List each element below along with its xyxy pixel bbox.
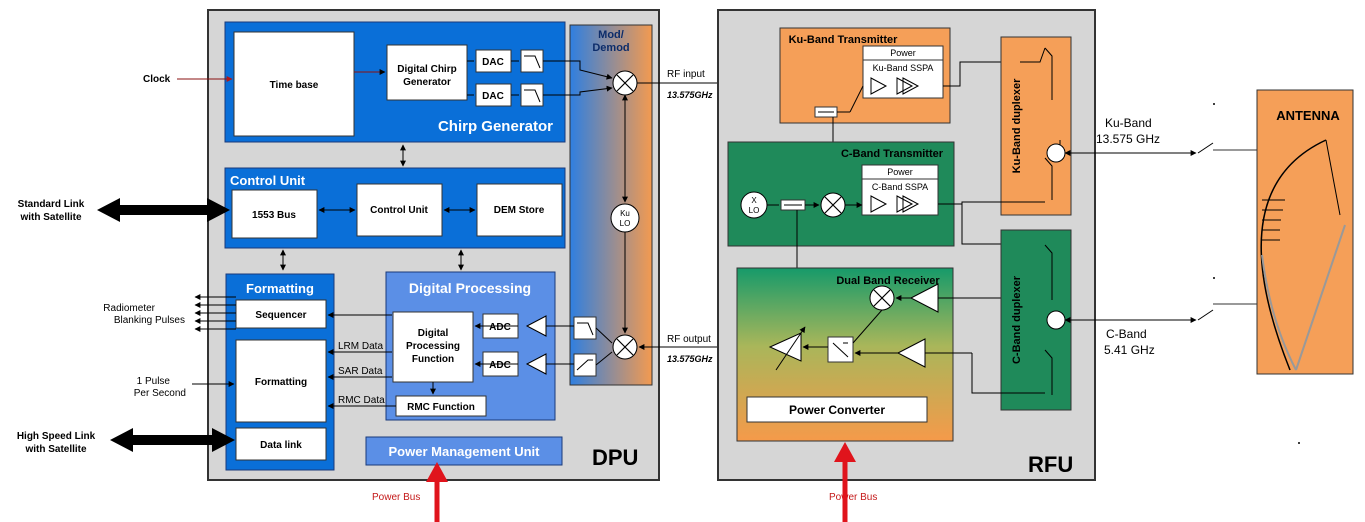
sequencer-label: Sequencer [255,310,306,321]
c-band-label-2: 5.41 GHz [1104,343,1155,357]
standard-link-label-1: Standard Link [18,199,85,210]
c-sspa-label: C-Band SSPA [872,182,928,192]
x-lo-label-2: LO [749,206,760,215]
bus-1553-box [231,189,318,239]
high-speed-label-1: High Speed Link [17,431,96,442]
ku-lo-label-1: Ku [620,209,630,218]
ku-power-label: Power [890,48,916,58]
rf-output-label: RF output [667,334,711,345]
c-band-label-1: C-Band [1106,327,1147,341]
c-power-label: Power [887,167,913,177]
ku-duplexer-label: Ku-Band duplexer [1011,78,1023,173]
rmc-function-label: RMC Function [407,402,475,413]
formatting-box-label: Formatting [255,377,307,388]
standard-link-label-2: with Satellite [19,212,82,223]
ku-band-label-2: 13.575 GHz [1096,132,1160,146]
standard-link-arrow [97,198,230,222]
time-base-label: Time base [270,80,319,91]
pps-label-1: 1 Pulse [137,376,171,387]
power-management-label: Power Management Unit [389,444,541,459]
dem-store-box [476,183,563,237]
ku-band-duplexer [1000,36,1072,216]
power-management-unit [365,436,563,466]
rmc-data-label: RMC Data [338,395,385,406]
power-bus-dpu-label: Power Bus [372,492,420,503]
formatting-title: Formatting [246,281,314,296]
mod-demod-label-2: Demod [592,42,629,54]
x-lo-label-1: X [751,196,757,205]
antenna-reflector [1260,139,1327,371]
formatting-box [235,339,327,423]
power-bus-rfu-label: Power Bus [829,492,877,503]
rf-output-freq: 13.575GHz [667,354,713,364]
c-circulator [1046,310,1066,330]
rx-filter-2 [573,353,597,377]
mod-demod-label-1: Mod/ [598,29,624,41]
rx-filter-1 [573,316,597,340]
c-tx-title: C-Band Transmitter [841,148,944,160]
ku-circulator [1046,143,1066,163]
dpf-label-2: Processing [406,341,460,352]
sar-data-label: SAR Data [338,366,383,377]
dac-2-label: DAC [482,91,504,102]
digital-processing-title: Digital Processing [409,280,531,296]
data-link-box [235,427,327,461]
high-speed-label-2: with Satellite [24,444,87,455]
receiver-title: Dual Band Receiver [836,275,940,287]
ku-sspa-label: Ku-Band SSPA [873,63,934,73]
dpf-label-1: Digital [418,328,449,339]
ku-tx-title: Ku-Band Transmitter [789,34,899,46]
sequencer-box [235,299,327,329]
bus-1553-label: 1553 Bus [252,210,296,221]
digital-chirp-label-2: Generator [403,77,451,88]
chirp-generator-title: Chirp Generator [438,118,553,135]
dpu-label: DPU [592,445,638,470]
c-sspa-box [861,164,939,216]
c-duplexer-label: C-Band duplexer [1011,275,1023,364]
ku-band-label-1: Ku-Band [1105,116,1152,130]
ku-lo-label-2: LO [620,219,631,228]
high-speed-link-arrow [110,428,235,452]
antenna-title: ANTENNA [1276,108,1340,123]
radiometer-label-2: Blanking Pulses [114,315,185,326]
time-base-box [233,31,355,137]
lrm-data-label: LRM Data [338,341,383,352]
data-link-label: Data link [260,440,302,451]
control-unit-box [356,183,443,237]
control-unit-title: Control Unit [230,173,306,188]
pps-label-2: Per Second [134,388,186,399]
control-unit-box-label: Control Unit [370,205,428,216]
rfu-label: RFU [1028,452,1073,477]
dpf-label-3: Function [412,354,454,365]
dac-1-label: DAC [482,57,504,68]
adc-2-label: ADC [489,360,511,371]
clock-label: Clock [143,74,171,85]
radiometer-label-1: Radiometer [103,303,155,314]
digital-chirp-label-1: Digital Chirp [397,64,456,75]
power-converter-box [746,396,928,423]
adc-1-label: ADC [489,322,511,333]
power-converter-label: Power Converter [789,403,885,417]
rf-input-freq: 13.575GHz [667,90,713,100]
lowpass-filter-2 [520,83,544,107]
digital-chirp-generator-box [386,44,468,101]
antenna-block [1256,89,1354,375]
dem-store-label: DEM Store [494,205,545,216]
rx-variable-amp [768,332,802,362]
rf-input-label: RF input [667,69,705,80]
lowpass-filter-1 [520,49,544,73]
